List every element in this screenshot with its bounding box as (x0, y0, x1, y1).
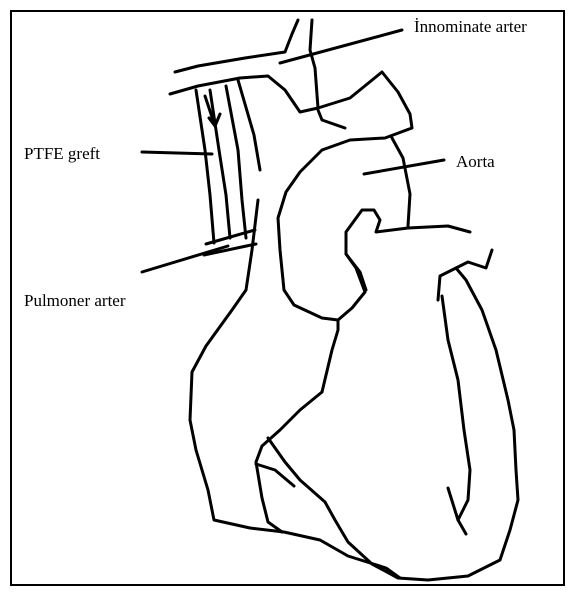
pulmonary-artery-drawing (190, 200, 400, 578)
aorta-label: Aorta (456, 153, 495, 170)
innominate-leader-line (280, 30, 402, 63)
aorta-drawing (278, 72, 470, 392)
ptfe-graft-drawing (196, 80, 260, 255)
ptfe-leader-line (142, 152, 212, 154)
pulmonary-label: Pulmoner arter (24, 292, 126, 309)
innominate-label: İnnominate arter (414, 18, 527, 35)
pulmonary-leader-line (142, 246, 228, 272)
ptfe-label: PTFE greft (24, 145, 100, 162)
heart-ventricle-drawing (256, 250, 518, 580)
